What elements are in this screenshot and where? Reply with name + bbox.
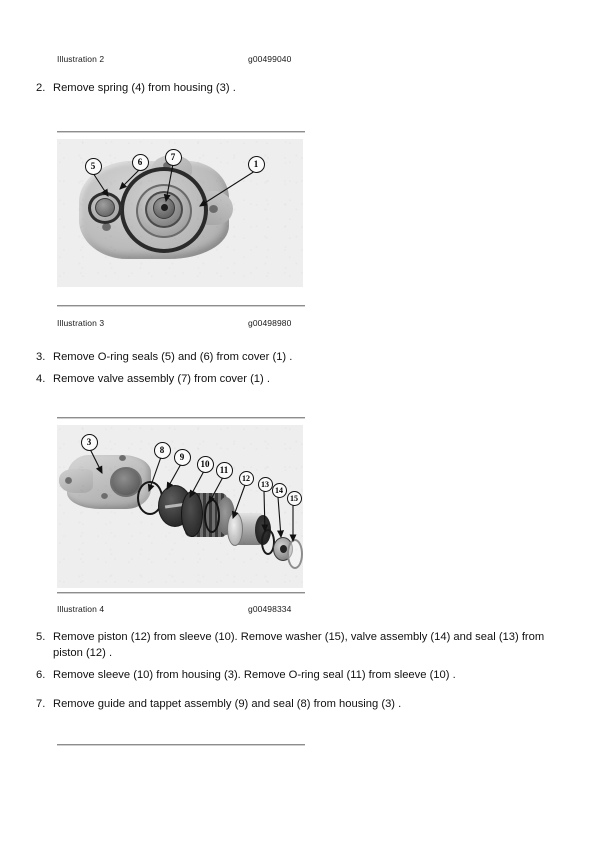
callout-8: 8: [153, 441, 171, 459]
o-ring-seal-5-inner: [95, 198, 115, 217]
housing-3-bore: [110, 467, 142, 497]
valve-assembly-7-core: [161, 204, 168, 211]
callout-3: 3: [80, 433, 98, 451]
callout-15: 15: [286, 490, 302, 506]
bolt-hole-right: [209, 205, 218, 213]
callout-7: 7: [164, 148, 182, 166]
callout-1: 1: [247, 155, 265, 173]
callout-13: 13: [257, 476, 273, 492]
callout-5: 5: [84, 157, 102, 175]
figure-caption-illustration-3: Illustration 3 g00498980: [57, 318, 357, 332]
callout-9: 9: [173, 448, 191, 466]
figure-top-rule: [57, 417, 305, 419]
callout-14: 14: [271, 482, 287, 498]
housing-3-bolt-hole-c: [119, 455, 126, 461]
caption-label: Illustration 3: [57, 318, 105, 328]
procedure-step-4: 4. Remove valve assembly (7) from cover …: [36, 372, 566, 388]
housing-3-bolt-hole-a: [65, 477, 72, 484]
figure-top-rule: [57, 131, 305, 133]
section-end-rule: [57, 744, 305, 746]
callout-10: 10: [196, 455, 214, 473]
step-text: Remove sleeve (10) from housing (3). Rem…: [53, 669, 456, 681]
figure-bottom-rule: [57, 592, 305, 594]
caption-label: Illustration 2: [57, 54, 105, 64]
step-text: Remove O-ring seals (5) and (6) from cov…: [53, 351, 293, 363]
step-number: 3.: [36, 351, 46, 363]
procedure-step-6: 6. Remove sleeve (10) from housing (3). …: [36, 668, 566, 684]
procedure-step-3: 3. Remove O-ring seals (5) and (6) from …: [36, 350, 566, 366]
step-number: 5.: [36, 631, 46, 643]
photo-illustration-4: 3 8 9 10 11 12 13 14 15: [57, 425, 303, 588]
figure-bottom-rule: [57, 305, 305, 307]
step-text: Remove piston (12) from sleeve (10). Rem…: [53, 631, 545, 659]
graphic-number: g00499040: [248, 54, 292, 64]
step-text: Remove guide and tappet assembly (9) and…: [53, 698, 402, 710]
step-text: Remove valve assembly (7) from cover (1)…: [53, 373, 270, 385]
figure-illustration-3: 5 6 7 1: [57, 139, 303, 287]
procedure-step-5: 5. Remove piston (12) from sleeve (10). …: [36, 630, 566, 661]
housing-3-arm: [59, 469, 93, 493]
step-number: 7.: [36, 698, 46, 710]
step-number: 4.: [36, 373, 46, 385]
photo-illustration-3: 5 6 7 1: [57, 139, 303, 287]
caption-label: Illustration 4: [57, 604, 105, 614]
figure-caption-illustration-4: Illustration 4 g00498334: [57, 604, 357, 618]
step-text: Remove spring (4) from housing (3) .: [53, 82, 236, 94]
bolt-hole-lower-left: [102, 223, 111, 231]
procedure-step-2: 2. Remove spring (4) from housing (3) .: [36, 81, 566, 97]
figure-illustration-4: 3 8 9 10 11 12 13 14 15: [57, 425, 303, 588]
step-number: 2.: [36, 82, 46, 94]
callout-11: 11: [215, 461, 233, 479]
graphic-number: g00498980: [248, 318, 292, 328]
figure-caption-illustration-2: Illustration 2 g00499040: [57, 54, 357, 68]
housing-3-bolt-hole-b: [101, 493, 108, 499]
callout-6: 6: [131, 153, 149, 171]
valve-assembly-14-center: [280, 545, 287, 553]
callout-12: 12: [238, 470, 254, 486]
graphic-number: g00498334: [248, 604, 292, 614]
procedure-step-7: 7. Remove guide and tappet assembly (9) …: [36, 697, 566, 713]
step-number: 6.: [36, 669, 46, 681]
